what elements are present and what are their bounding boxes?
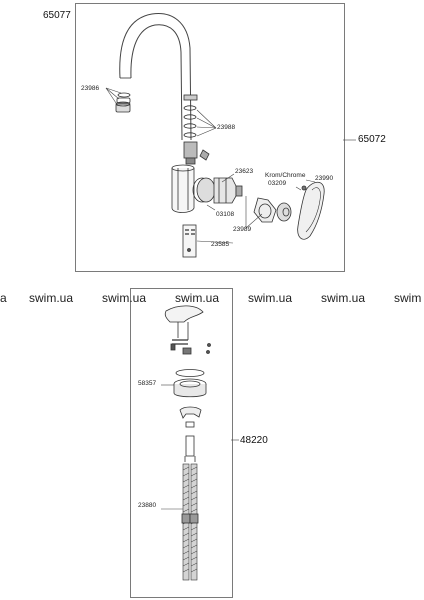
part-23585: 23585	[211, 241, 230, 248]
watermark-text: swim	[394, 291, 422, 305]
hose-connector-drawing	[182, 224, 197, 258]
spout-drawing	[119, 13, 192, 141]
part-23623: 23623	[235, 168, 254, 175]
watermark-text: swim.ua	[102, 291, 147, 305]
assembly-code-65072: 65072	[358, 134, 386, 145]
part-23990: 23990	[315, 175, 334, 182]
part-krom-chrome-label: Krom/Chrome	[265, 172, 306, 179]
cartridge-drawing	[213, 177, 243, 204]
watermark-text: swim.ua	[321, 291, 366, 305]
part-03108: 03108	[216, 211, 235, 218]
part-23880: 23880	[138, 502, 157, 509]
part-23988: 23988	[217, 124, 236, 131]
top-leader-lines	[105, 87, 356, 244]
handle-lever-drawing	[297, 181, 325, 240]
part-23986: 23986	[81, 85, 100, 92]
faucet-body-drawing	[171, 164, 216, 213]
watermark-text: swim.ua	[29, 291, 74, 305]
mounting-set-drawing	[164, 305, 211, 462]
part-03209: 03209	[268, 180, 287, 187]
seal-stack-drawing	[183, 94, 210, 165]
bottom-leader-lines	[161, 384, 239, 510]
watermark-text: swim.ua	[248, 291, 293, 305]
watermark-text: swim.ua	[175, 291, 220, 305]
cap-drawing	[276, 202, 292, 222]
part-23989: 23989	[233, 226, 252, 233]
watermark-text: a	[0, 291, 7, 305]
flexible-hoses-drawing	[181, 463, 199, 581]
aerator-drawing	[115, 92, 131, 113]
part-58357: 58357	[138, 380, 157, 387]
assembly-code-48220: 48220	[240, 435, 268, 446]
assembly-code-65077: 65077	[43, 10, 71, 21]
